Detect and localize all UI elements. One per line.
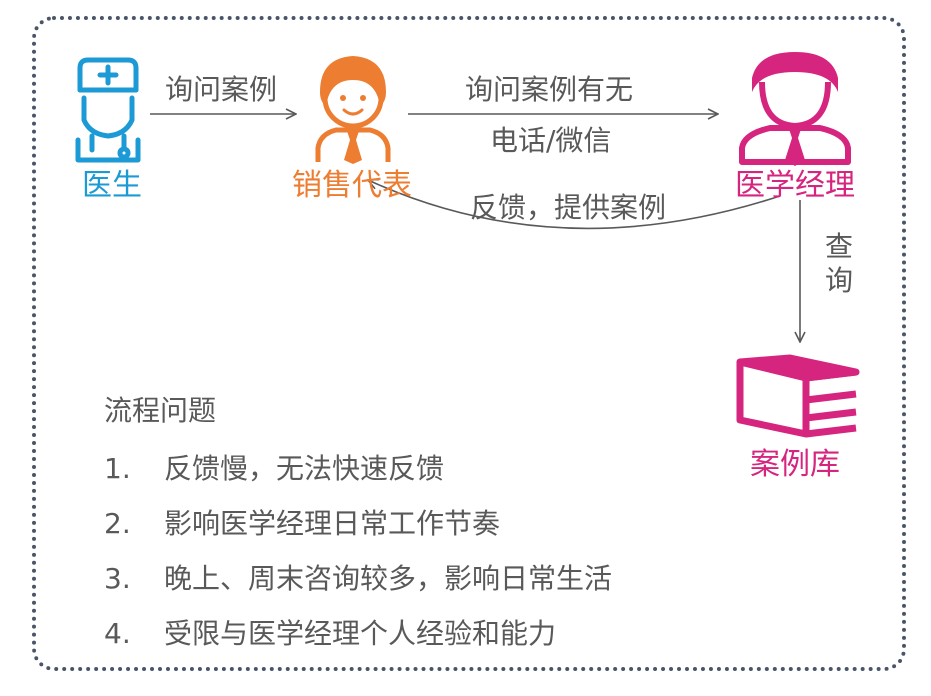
issues-title: 流程问题 <box>104 394 217 427</box>
doctor-label: 医生 <box>82 168 142 203</box>
issue-text: 受限与医学经理个人经验和能力 <box>164 617 557 650</box>
issue-number: 4. <box>104 617 131 650</box>
issue-text: 影响医学经理日常工作节奏 <box>164 507 501 540</box>
case-library-label: 案例库 <box>750 447 840 482</box>
issue-number: 1. <box>104 452 131 485</box>
diagram-frame <box>32 16 906 671</box>
issue-item: 4. 受限与医学经理个人经验和能力 <box>104 620 556 648</box>
arrow-manager-to-rep <box>368 180 781 230</box>
edge-label-ask-cases: 询问案例 <box>165 73 278 106</box>
sales-rep-icon <box>315 56 391 164</box>
issue-text: 晚上、周末咨询较多，影响日常生活 <box>164 562 613 595</box>
edge-label-phone-wechat: 电话/微信 <box>490 124 612 157</box>
sales-rep-label: 销售代表 <box>292 168 412 203</box>
edge-label-feedback: 反馈，提供案例 <box>470 191 667 224</box>
issue-item: 1. 反馈慢，无法快速反馈 <box>104 455 444 483</box>
edge-label-ask-case-availability: 询问案例有无 <box>465 73 634 106</box>
issue-text: 反馈慢，无法快速反馈 <box>164 452 445 485</box>
issue-number: 3. <box>104 562 131 595</box>
medical-manager-icon <box>739 52 851 166</box>
medical-manager-label: 医学经理 <box>735 168 855 203</box>
edge-label-query: 查询 <box>824 230 853 297</box>
books-icon <box>736 354 860 438</box>
doctor-icon <box>75 57 141 163</box>
issue-number: 2. <box>104 507 131 540</box>
issue-item: 2. 影响医学经理日常工作节奏 <box>104 510 500 538</box>
issue-item: 3. 晚上、周末咨询较多，影响日常生活 <box>104 565 612 593</box>
